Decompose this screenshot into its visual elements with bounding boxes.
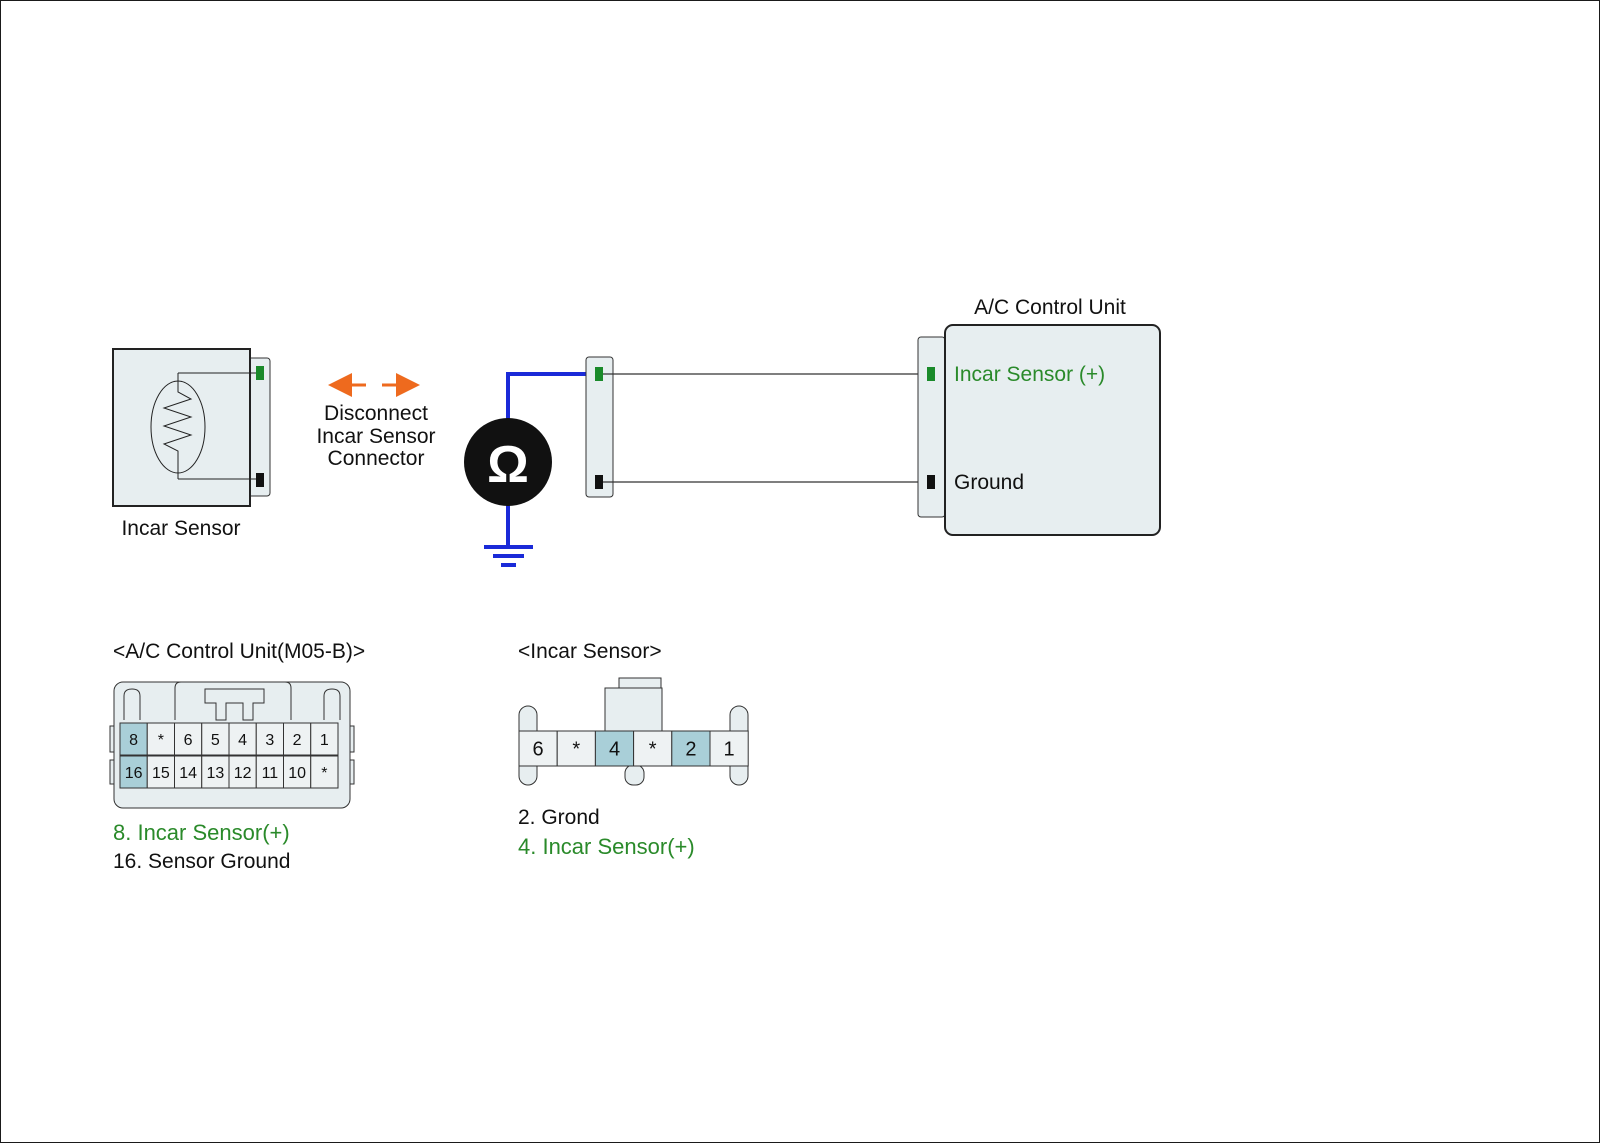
disconnect-note-line2: Incar Sensor	[316, 425, 435, 448]
connector-ac-legend-plus: 8. Incar Sensor(+)	[113, 820, 290, 845]
disconnect-note-line3: Connector	[328, 447, 425, 470]
connector-sensor-pin-number: *	[649, 739, 657, 761]
connector-ac-pin-cell: 13	[201, 755, 230, 789]
connector-sensor-view: <Incar Sensor> 6 * 4 * 2 1 2. Grond 4. Incar …	[518, 640, 749, 859]
connector-ac-pin-cell: 4	[228, 722, 257, 756]
connector-sensor-pin-cell-box	[671, 730, 711, 767]
connector-sensor-pin-number: *	[572, 739, 580, 761]
ac-pin-ground	[927, 475, 935, 489]
connector-ac-pin-number: 3	[265, 732, 274, 749]
connector-ac-pin-cell-box	[119, 722, 148, 756]
incar-sensor-body	[112, 348, 251, 507]
connector-ac-pin-cell: 14	[174, 755, 203, 789]
ac-pin-plus	[927, 367, 935, 381]
ac-terminal-plus-label: Incar Sensor (+)	[954, 363, 1105, 386]
harness-pin-ground	[595, 475, 603, 489]
connector-ac-pin-number: 10	[288, 765, 306, 782]
connector-ac-pin-cell: 2	[283, 722, 312, 756]
connector-ac-pin-cell-box	[174, 722, 203, 756]
connector-ac-pin-cell: 6	[174, 722, 203, 756]
disconnect-note-line1: Disconnect	[324, 402, 428, 425]
connector-ac-pin-cell: 3	[255, 722, 284, 756]
connector-ac-pin-number: 11	[262, 765, 279, 782]
ac-control-unit-connector-housing	[917, 336, 946, 518]
connector-ac-pin-number: 8	[129, 732, 138, 749]
connector-ac-pin-number: 15	[152, 765, 170, 782]
connector-sensor-pin-cell: *	[556, 730, 596, 767]
ohmmeter-probe-wire-plus	[506, 372, 600, 420]
connector-ac-pin-cell-box	[201, 722, 230, 756]
disconnect-note: Disconnect Incar Sensor Connector	[316, 373, 436, 470]
connector-sensor-pin-number: 4	[609, 739, 620, 761]
connector-sensor-pin-cell: *	[633, 730, 673, 767]
connector-sensor-pin-cell-box	[556, 730, 596, 767]
resistor-thermistor-icon	[150, 372, 258, 480]
connector-ac-pin-cell: 8	[119, 722, 148, 756]
connector-ac-pin-number: 2	[293, 732, 302, 749]
connector-ac-pin-cell: *	[310, 755, 339, 789]
ac-control-unit-title: A/C Control Unit	[974, 296, 1126, 319]
connector-ac-pin-cell: 1	[310, 722, 339, 756]
ac-control-unit: A/C Control Unit Incar Sensor (+) Ground	[917, 296, 1161, 536]
harness-connector	[585, 356, 614, 498]
ac-terminal-ground-label: Ground	[954, 471, 1024, 494]
connector-ac-pin-number: 13	[206, 765, 224, 782]
ground-icon	[484, 545, 533, 567]
connector-ac-pin-number: 5	[211, 732, 220, 749]
harness-connector-housing	[585, 356, 614, 498]
connector-ac-pin-cell-box	[146, 722, 175, 756]
incar-sensor-label: Incar Sensor	[121, 517, 240, 540]
connector-sensor-pin-cell: 1	[709, 730, 749, 767]
connector-sensor-cells: 6 * 4 * 2 1	[518, 730, 749, 767]
connector-ac-pin-number: 14	[179, 765, 197, 782]
ac-control-unit-body	[944, 324, 1161, 536]
connector-sensor-pin-number: 1	[724, 739, 735, 761]
connector-sensor-pin-number: 6	[533, 739, 544, 761]
ohm-symbol: Ω	[487, 436, 529, 494]
sensor-pin-plus	[256, 366, 264, 380]
connector-ac-pin-number: 12	[234, 765, 252, 782]
connector-ac-pin-cell: 16	[119, 755, 148, 789]
connector-ac-pin-cell: 10	[283, 755, 312, 789]
connector-ac-pin-cell: 11	[255, 755, 284, 789]
connector-ac-pin-cell: *	[146, 722, 175, 756]
connector-sensor-title: <Incar Sensor>	[518, 640, 662, 663]
connector-sensor-pin-cell-box	[633, 730, 673, 767]
connector-ac-pin-number: 6	[184, 732, 193, 749]
connector-ac-cells: 8 * 6 5 4 3 2 1 16 15 14 13 12 11 10 *	[119, 722, 339, 789]
connector-ac-view: <A/C Control Unit(M05-B)> 8 * 6 5 4 3 2 1 16 15 14…	[109, 640, 365, 873]
connector-ac-pin-cell-box	[310, 755, 339, 789]
connector-sensor-pin-cell-box	[709, 730, 749, 767]
connector-ac-pin-number: 4	[238, 732, 247, 749]
connector-ac-title: <A/C Control Unit(M05-B)>	[113, 640, 365, 663]
harness-pin-plus	[595, 367, 603, 381]
connector-sensor-legend-ground: 2. Grond	[518, 806, 600, 829]
connector-sensor-pin-cell: 4	[594, 730, 635, 767]
connector-ac-legend-ground: 16. Sensor Ground	[113, 850, 290, 873]
connector-ac-pin-cell-box	[283, 722, 312, 756]
connector-sensor-legend-plus: 4. Incar Sensor(+)	[518, 834, 695, 859]
connector-ac-pin-number: 16	[125, 765, 143, 782]
connector-sensor-pin-cell: 2	[671, 730, 711, 767]
connector-ac-pin-number: *	[158, 732, 164, 749]
incar-sensor-component: Incar Sensor	[112, 348, 271, 540]
connector-ac-pin-cell-box	[228, 755, 257, 789]
connector-ac-pin-cell-box	[310, 722, 339, 756]
connector-ac-pin-cell: 5	[201, 722, 230, 756]
connector-sensor-pin-number: 2	[685, 739, 696, 761]
connector-sensor-pin-cell: 6	[518, 730, 558, 767]
connector-ac-pin-number: 1	[320, 732, 329, 749]
connector-ac-pin-cell: 12	[228, 755, 257, 789]
connector-ac-pin-cell: 15	[146, 755, 175, 789]
sensor-pin-ground	[256, 473, 264, 487]
connector-ac-pin-cell-box	[255, 755, 284, 789]
ohmmeter-icon	[464, 418, 552, 506]
ohmmeter: Ω	[464, 372, 600, 567]
connector-ac-pin-number: *	[321, 765, 327, 782]
